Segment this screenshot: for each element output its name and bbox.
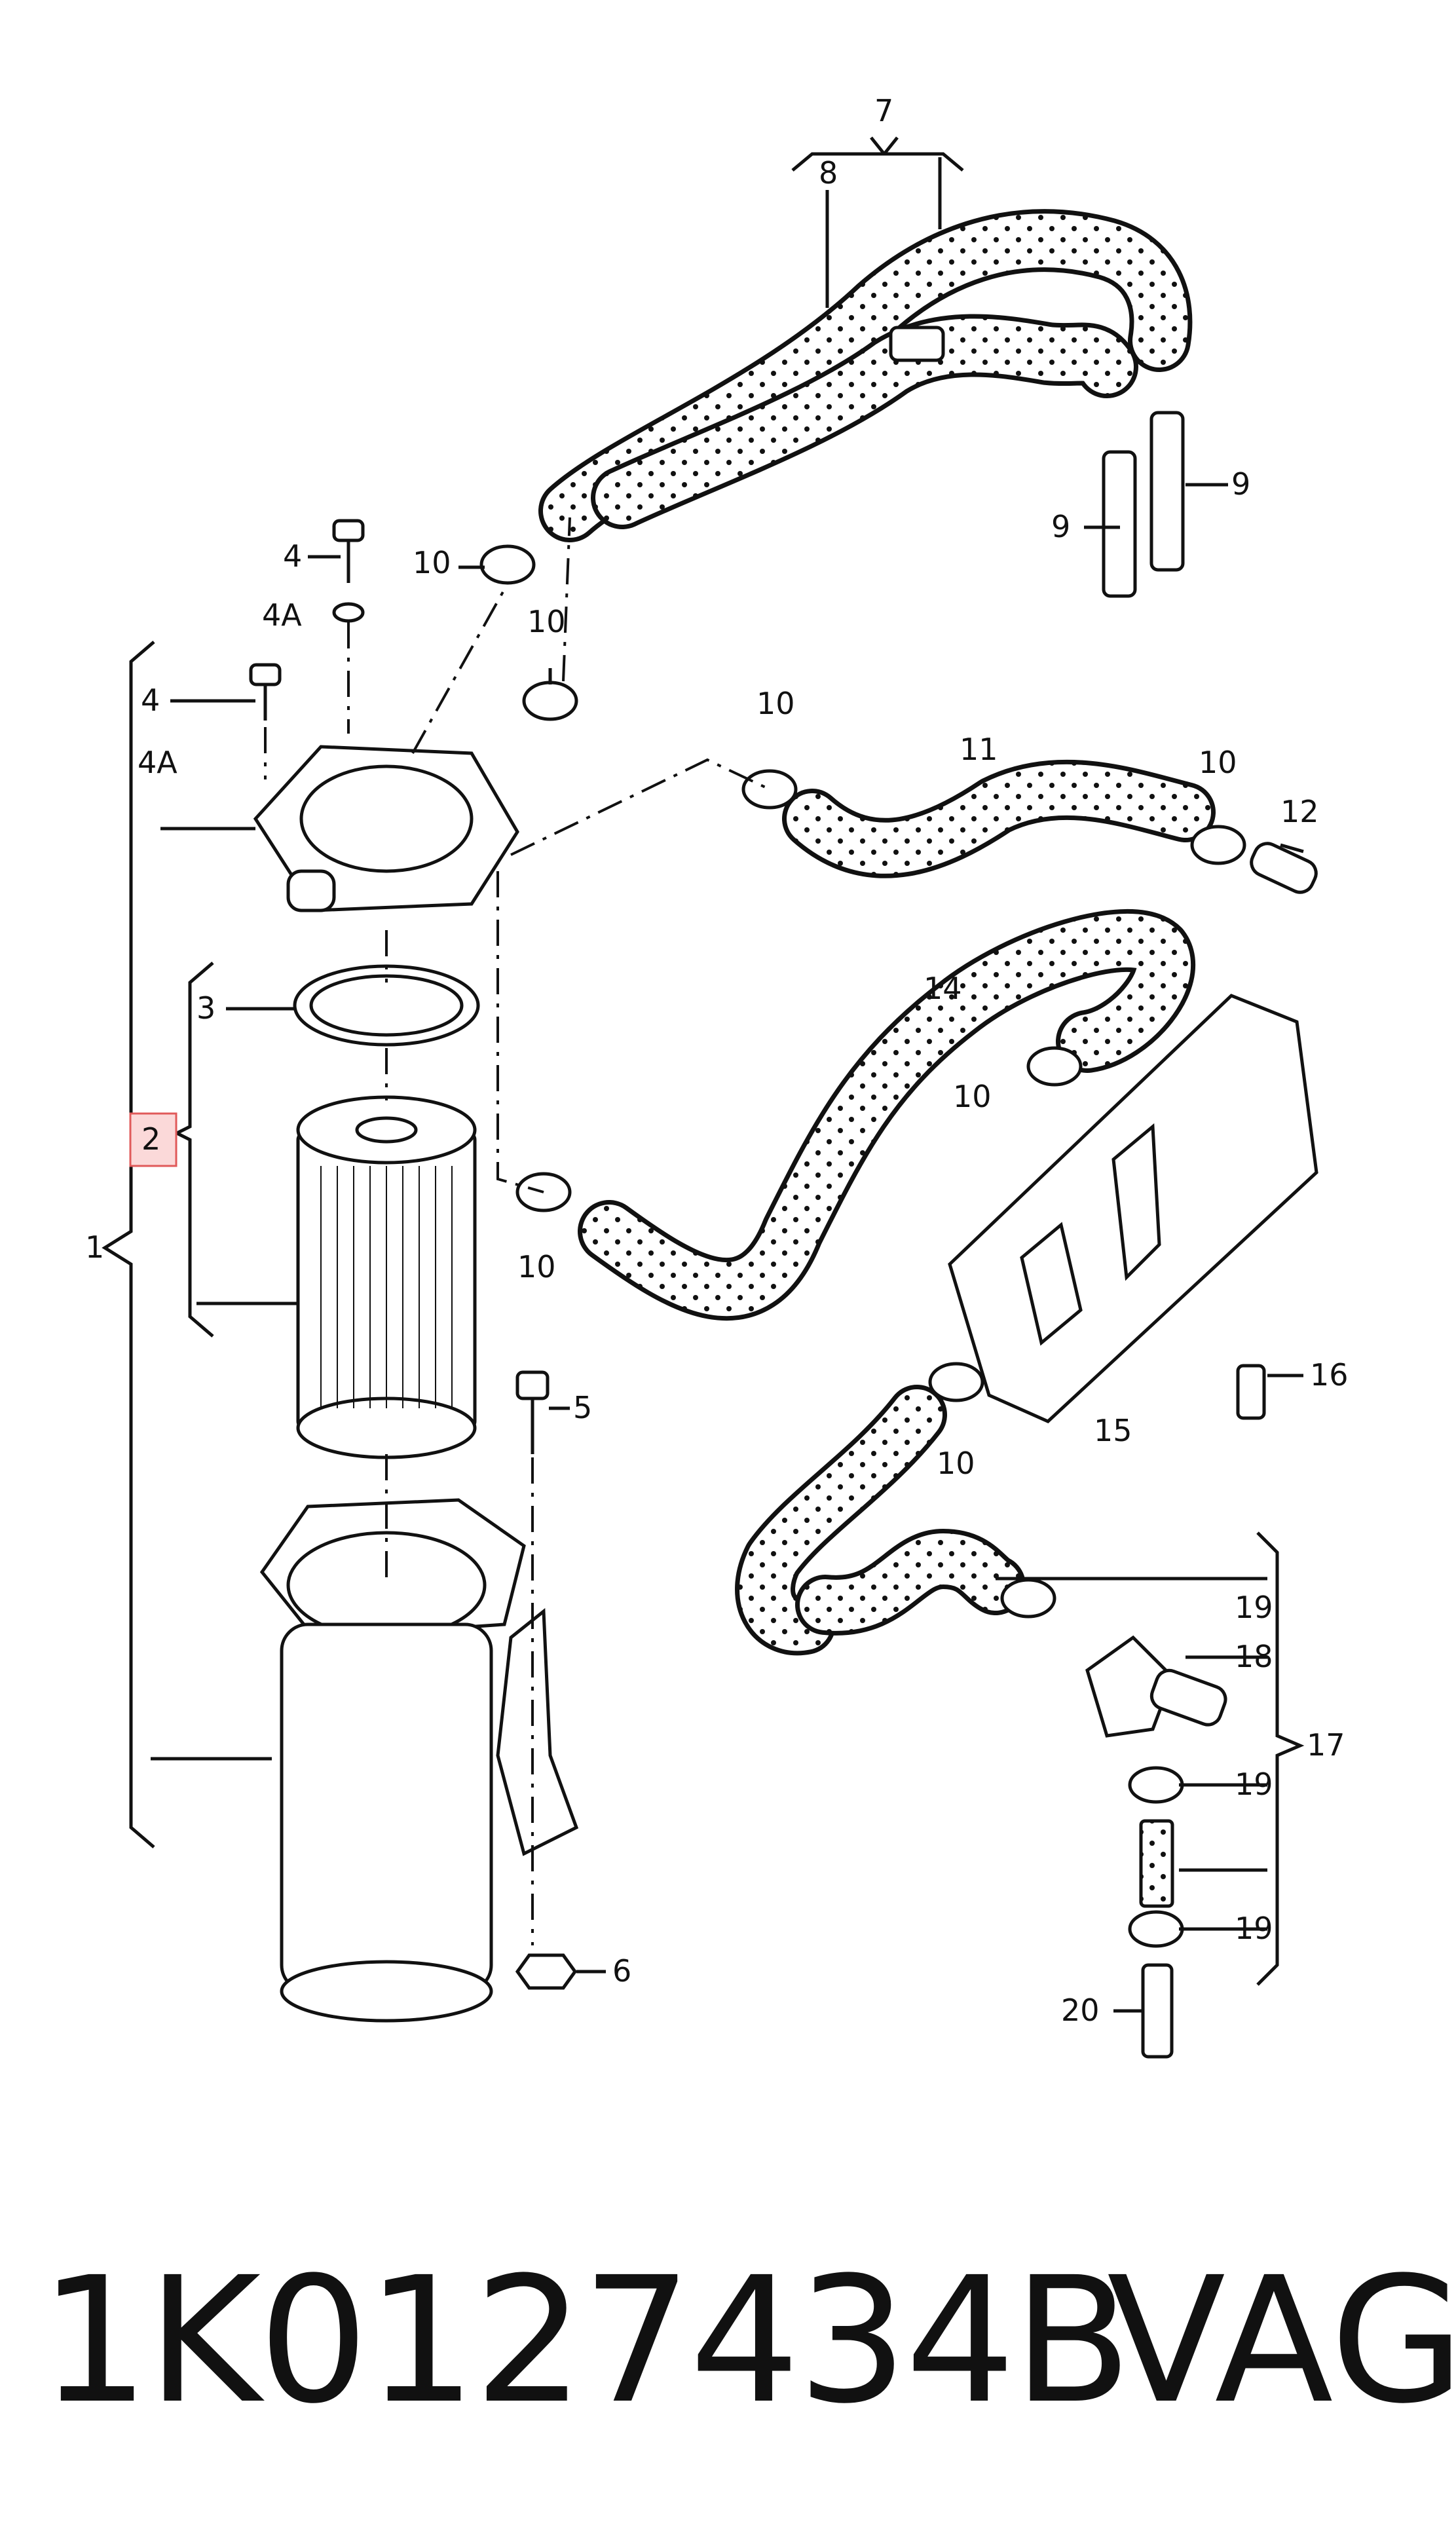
fuel-hoses: [538, 209, 1216, 1656]
callout-10-d: 10: [1199, 745, 1237, 780]
callout-2-highlight: [129, 1112, 177, 1167]
callout-10-f: 10: [517, 1249, 556, 1284]
callout-20: 20: [1061, 1993, 1100, 2028]
callout-17: 17: [1307, 1727, 1345, 1763]
callout-10-c: 10: [756, 686, 795, 721]
callout-10-g: 10: [937, 1446, 975, 1481]
brand-name: VAG: [1107, 2240, 1456, 2442]
callout-3: 3: [196, 990, 215, 1026]
group-brackets: [102, 136, 1305, 2013]
hose-clamps: [479, 326, 1246, 1948]
callout-4A-upper: 4A: [262, 597, 302, 633]
assembly-lines: [264, 517, 770, 1945]
callout-19-c: 19: [1235, 1911, 1273, 1946]
callout-10-e: 10: [953, 1079, 992, 1114]
callout-5: 5: [573, 1390, 592, 1425]
callout-6: 6: [612, 1953, 631, 1989]
callout-7: 7: [874, 93, 893, 128]
callout-10-a: 10: [413, 545, 451, 580]
part-number: 1K0127434B: [39, 2240, 1132, 2442]
callout-9-left: 9: [1051, 509, 1070, 544]
callout-9-right: 9: [1231, 466, 1250, 502]
callout-16: 16: [1310, 1357, 1349, 1393]
callout-12: 12: [1280, 794, 1319, 829]
callout-14: 14: [924, 971, 962, 1006]
fasteners: [249, 519, 1266, 1990]
sensor-18: [1085, 1635, 1227, 1738]
callout-15: 15: [1094, 1413, 1132, 1448]
callout-4-lower: 4: [141, 683, 160, 718]
callout-19-b: 19: [1235, 1767, 1273, 1802]
callout-1: 1: [85, 1229, 104, 1265]
mounting-bracket: [948, 994, 1318, 1423]
callout-10-b: 10: [527, 604, 566, 639]
callout-4-upper: 4: [283, 538, 302, 574]
callout-18: 18: [1235, 1639, 1273, 1674]
callout-11: 11: [960, 732, 998, 767]
callout-labels: 7 8 9 9 4 4A 10 10 4 4A 10 11 10 12 3 14…: [85, 93, 1349, 2028]
callout-8: 8: [819, 155, 838, 191]
filter-housing: [253, 745, 579, 2023]
callout-19-a: 19: [1235, 1590, 1273, 1625]
rigid-pipes: [1102, 411, 1318, 2059]
callout-2: 2: [141, 1121, 160, 1157]
callout-4A-lower: 4A: [138, 745, 177, 780]
filter-pleats: [320, 1166, 453, 1408]
